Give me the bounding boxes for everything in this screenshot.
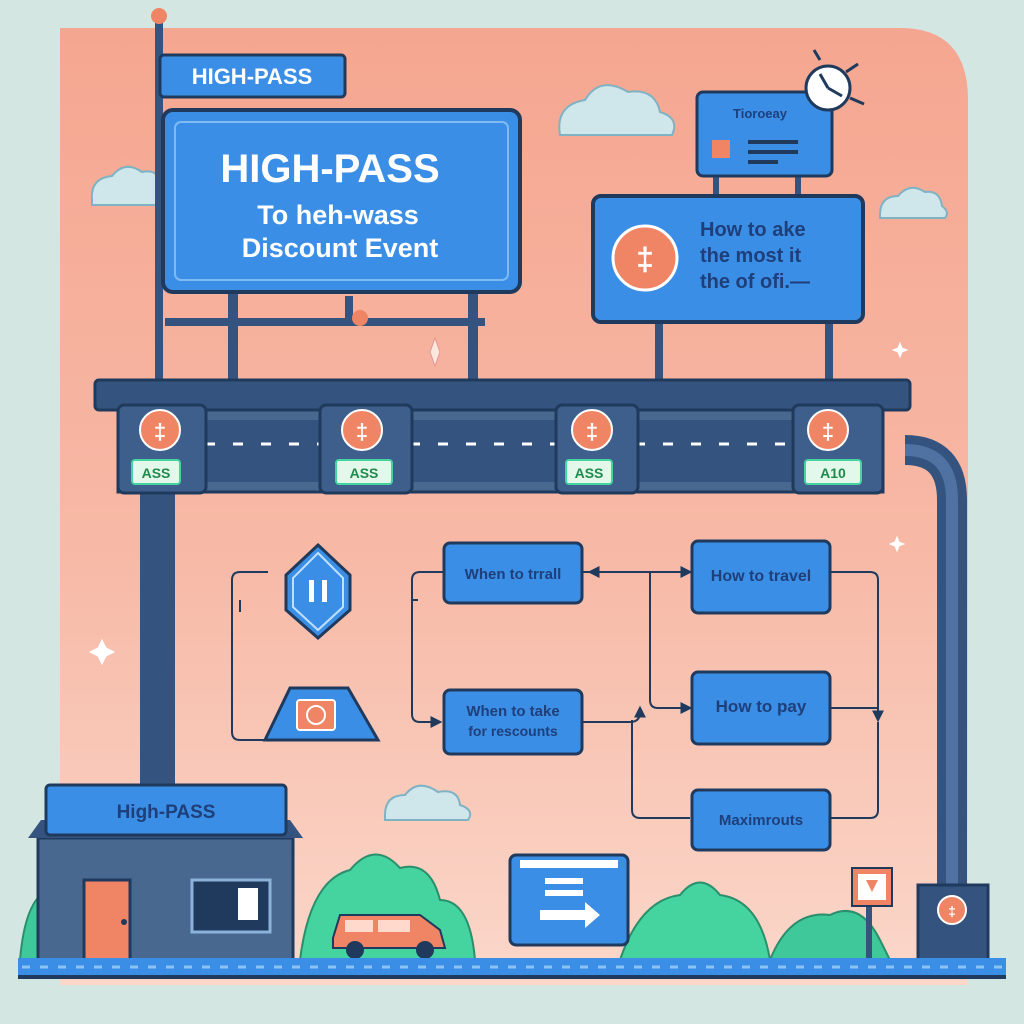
node-when-to-travel-label: When to trrall <box>465 566 562 583</box>
booth-building-label: High-PASS <box>117 802 216 823</box>
coin-icon: ‡ <box>571 409 613 451</box>
svg-text:‡: ‡ <box>356 419 368 444</box>
gantry-column <box>140 490 175 820</box>
small-sign-label: Tioroeay <box>733 106 788 121</box>
coin-icon: ‡ <box>937 895 967 925</box>
node-maximize: Maximrouts <box>690 788 832 852</box>
coin-icon: ‡ <box>139 409 181 451</box>
booth-plate: ASS <box>575 465 604 481</box>
booth-3: ‡ A10 <box>791 403 885 495</box>
node-how-to-pay: How to pay <box>690 670 832 746</box>
node-maximize-label: Maximrouts <box>719 812 803 829</box>
tip-line2: the most it <box>700 245 801 267</box>
svg-text:‡: ‡ <box>822 419 834 444</box>
coin-post: ‡ <box>916 883 990 962</box>
coin-icon: ‡ <box>611 224 679 292</box>
top-flag-label: HIGH-PASS <box>192 64 313 89</box>
node-when-to-take-line2: for rescounts <box>468 723 558 739</box>
svg-text:‡: ‡ <box>586 419 598 444</box>
booth-plate: ASS <box>142 465 171 481</box>
cloud <box>90 84 948 821</box>
coin-icon: ‡ <box>807 409 849 451</box>
node-how-to-travel: How to travel <box>690 539 832 615</box>
main-billboard-line1: To heh-wass <box>257 200 419 230</box>
pause-icon <box>284 542 352 640</box>
booth-plate: ASS <box>350 465 379 481</box>
car <box>332 914 447 959</box>
node-when-to-travel: When to trrall <box>442 541 584 605</box>
svg-text:‡: ‡ <box>948 903 956 919</box>
small-sign: Tioroeay <box>695 49 865 202</box>
direction-sign <box>508 853 630 947</box>
node-when-to-take-line1: When to take <box>466 703 559 720</box>
coin-tag <box>262 686 381 742</box>
main-billboard-line2: Discount Event <box>242 233 439 263</box>
road <box>18 958 1006 979</box>
booth-2: ‡ ASS <box>554 403 640 495</box>
sparkle <box>88 336 909 666</box>
warning-sign <box>851 867 893 960</box>
main-billboard-title: HIGH-PASS <box>220 147 439 191</box>
tip-line1: How to ake <box>700 219 806 241</box>
billboard-supports <box>165 290 485 390</box>
booth-1: ‡ ASS <box>318 403 414 495</box>
tip-line3: the of ofi.— <box>700 271 810 293</box>
booth-plate: A10 <box>820 465 846 481</box>
flag-pole <box>151 8 167 388</box>
flow-connectors <box>231 566 884 819</box>
tip-billboard: ‡ How to ake the most it the of ofi.— <box>591 194 865 390</box>
node-when-to-take: When to take for rescounts <box>442 688 584 756</box>
clock-icon <box>804 49 865 112</box>
node-how-to-travel-label: How to travel <box>711 568 811 585</box>
booth-0: ‡ ASS <box>116 403 208 495</box>
main-billboard: HIGH-PASS To heh-wass Discount Event <box>161 108 522 294</box>
top-flag: HIGH-PASS <box>158 53 347 99</box>
booth-building: High-PASS <box>28 783 303 962</box>
svg-text:‡: ‡ <box>154 419 166 444</box>
svg-text:‡: ‡ <box>636 241 654 277</box>
coin-icon: ‡ <box>341 409 383 451</box>
toll-gantry <box>93 378 912 494</box>
node-how-to-pay-label: How to pay <box>716 697 807 716</box>
arrow-right-icon <box>540 878 600 928</box>
